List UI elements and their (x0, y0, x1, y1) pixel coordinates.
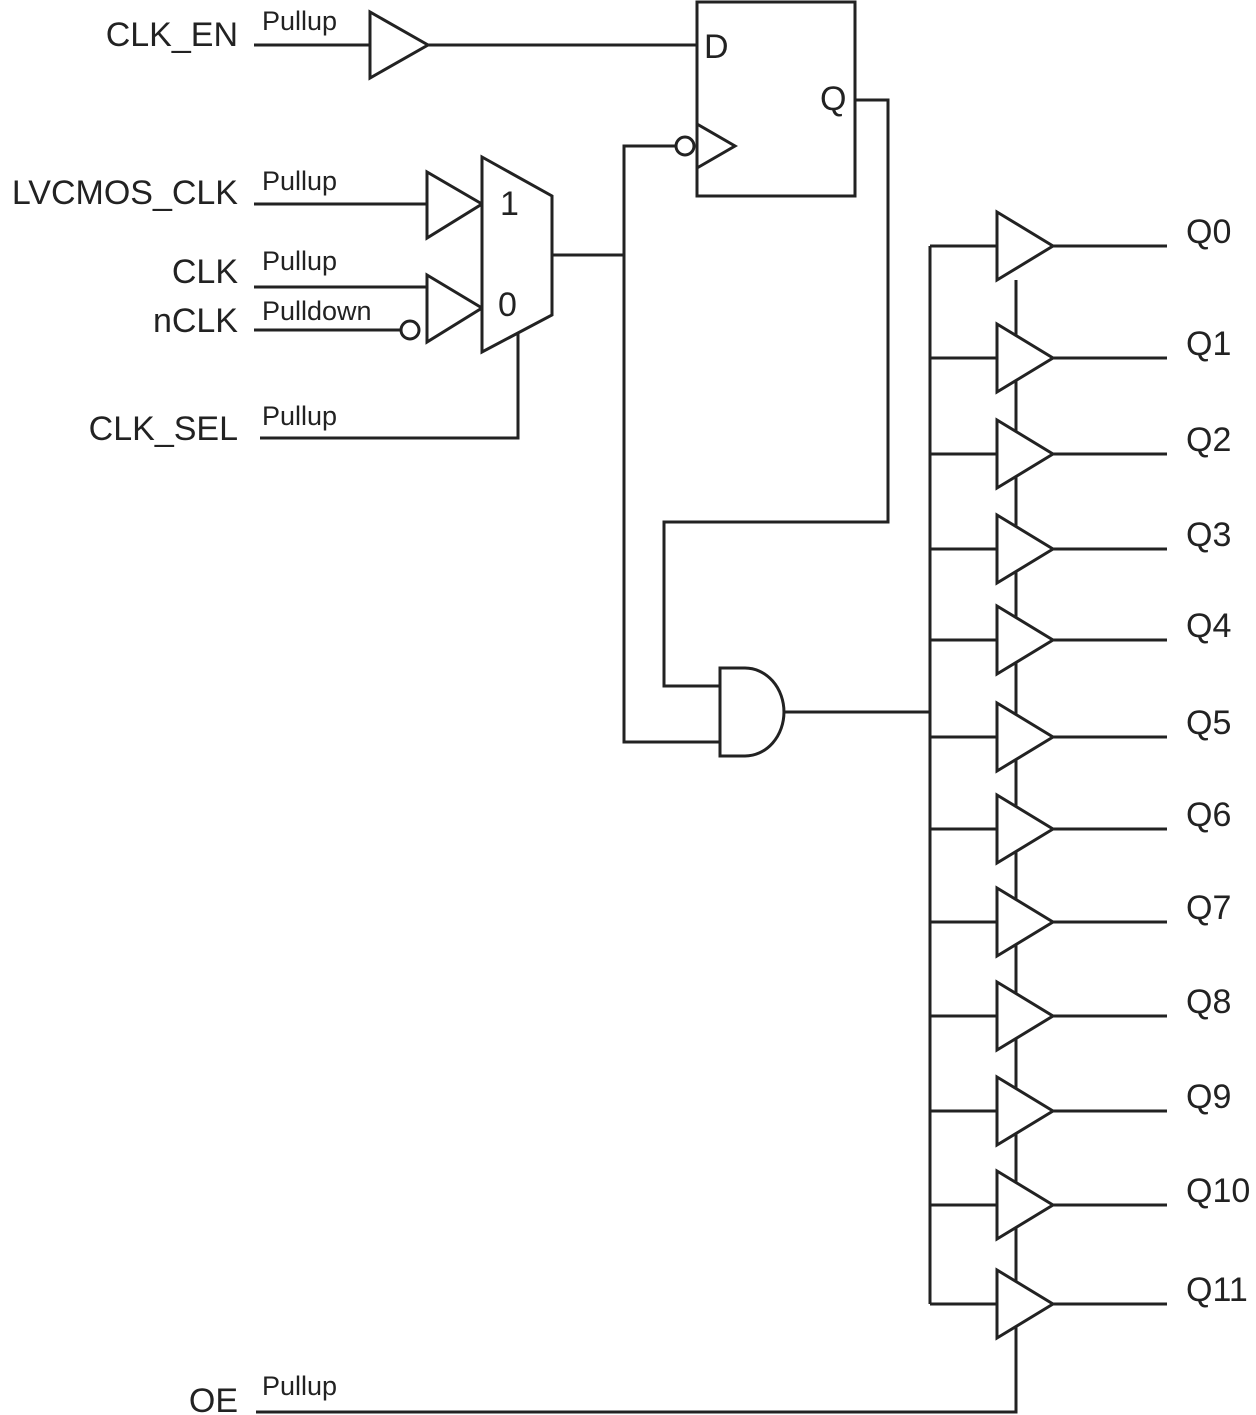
mux-clock-net (622, 144, 720, 744)
output-buffer-q6 (995, 792, 1056, 866)
d-flipflop (695, 0, 857, 198)
output-buffer-q4 (995, 603, 1056, 677)
flipflop-q-net (662, 98, 890, 688)
oe-pullup-label: Pullup (262, 1371, 337, 1401)
nclk-pulldown-label: Pulldown (262, 296, 372, 326)
oe-enable-wire (256, 280, 1018, 1414)
flipflop-d-label: D (704, 28, 729, 66)
output-buffer-q1 (995, 321, 1056, 395)
lvcmos-clk-pullup-label: Pullup (262, 166, 337, 196)
clk-sel-pullup-label: Pullup (262, 401, 337, 431)
clk-pullup-label: Pullup (262, 246, 337, 276)
clk-sel-label: CLK_SEL (89, 410, 238, 448)
clk-en-pullup-label: Pullup (262, 6, 337, 36)
output-buffer-q3 (995, 512, 1056, 586)
mux-input-0-label: 0 (498, 286, 517, 324)
output-label-q10: Q10 (1186, 1172, 1250, 1210)
mux-input-1-label: 1 (500, 185, 519, 223)
output-buffer-q2 (995, 417, 1056, 491)
flipflop-clock-inversion-bubble (674, 135, 696, 157)
clock-mux (480, 154, 554, 355)
oe-label: OE (189, 1382, 238, 1415)
clk-en-label: CLK_EN (106, 16, 238, 54)
output-buffer-q10 (995, 1168, 1056, 1242)
output-label-q5: Q5 (1186, 704, 1231, 742)
output-label-q11: Q11 (1186, 1271, 1248, 1309)
output-label-q9: Q9 (1186, 1078, 1231, 1116)
clk-label: CLK (172, 253, 238, 291)
output-buffer-q9 (995, 1074, 1056, 1148)
output-label-q6: Q6 (1186, 796, 1231, 834)
output-buffer-q5 (995, 700, 1056, 774)
and-gate (718, 666, 786, 758)
clk-en-buffer (368, 9, 432, 81)
differential-receiver (425, 272, 485, 345)
lvcmos-clk-label: LVCMOS_CLK (12, 174, 238, 212)
flipflop-q-label: Q (820, 80, 846, 118)
output-label-q2: Q2 (1186, 421, 1231, 459)
output-buffer-q8 (995, 979, 1056, 1053)
nclk-label: nCLK (153, 302, 238, 340)
output-buffer-q7 (995, 885, 1056, 959)
output-label-q0: Q0 (1186, 213, 1231, 251)
clk-sel-wire (260, 334, 520, 440)
output-label-q3: Q3 (1186, 516, 1231, 554)
output-label-q4: Q4 (1186, 607, 1231, 645)
output-label-q8: Q8 (1186, 983, 1231, 1021)
output-buffer-q0 (995, 209, 1056, 283)
flipflop-clock-triangle (696, 122, 738, 170)
output-label-q1: Q1 (1186, 325, 1231, 363)
output-label-q7: Q7 (1186, 889, 1231, 927)
lvcmos-clk-buffer (425, 169, 485, 241)
nclk-inversion-bubble (399, 319, 421, 341)
output-buffer-q11 (995, 1267, 1056, 1341)
